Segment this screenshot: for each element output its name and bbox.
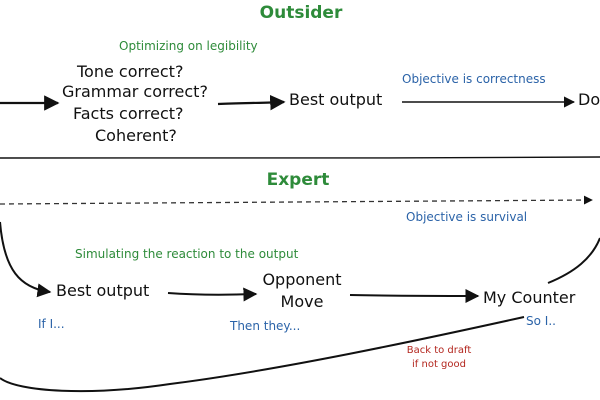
if-i-note: If I... [38, 317, 65, 331]
expert-title: Expert [266, 170, 330, 190]
outsider-title: Outsider [259, 3, 343, 23]
outsider-objective: Objective is correctness [402, 72, 546, 86]
my-counter-label: My Counter [483, 288, 576, 307]
so-i-note: So I.. [526, 314, 556, 328]
opponent-label-line2: Move [280, 292, 324, 311]
section-divider [0, 156, 600, 159]
curve-counter-up-right [547, 237, 600, 284]
expert-best-output: Best output [56, 281, 150, 300]
expert-subtitle: Simulating the reaction to the output [75, 247, 299, 261]
back-to-draft-line2: if not good [412, 359, 466, 370]
outsider-best-output: Best output [289, 90, 383, 109]
arrow-checks-to-best-output [217, 94, 286, 111]
check-coherent: Coherent? [95, 126, 177, 145]
opponent-label-line1: Opponent [262, 270, 342, 289]
arrow-opponent-to-counter [349, 288, 480, 303]
arrow-curve-into-best-output [0, 221, 52, 298]
arrow-best-output-to-opponent [167, 287, 258, 302]
check-facts: Facts correct? [73, 104, 184, 123]
outsider-subtitle: Optimizing on legibility [119, 39, 258, 53]
expert-objective: Objective is survival [406, 210, 528, 224]
check-tone: Tone correct? [77, 62, 184, 81]
dashed-objective-line [0, 195, 593, 205]
check-grammar: Grammar correct? [62, 82, 208, 101]
back-to-draft-line1: Back to draft [406, 345, 472, 356]
then-they-note: Then they... [230, 319, 301, 333]
feedback-loop-curve [0, 316, 525, 393]
outsider-end-label: Do [578, 90, 600, 109]
